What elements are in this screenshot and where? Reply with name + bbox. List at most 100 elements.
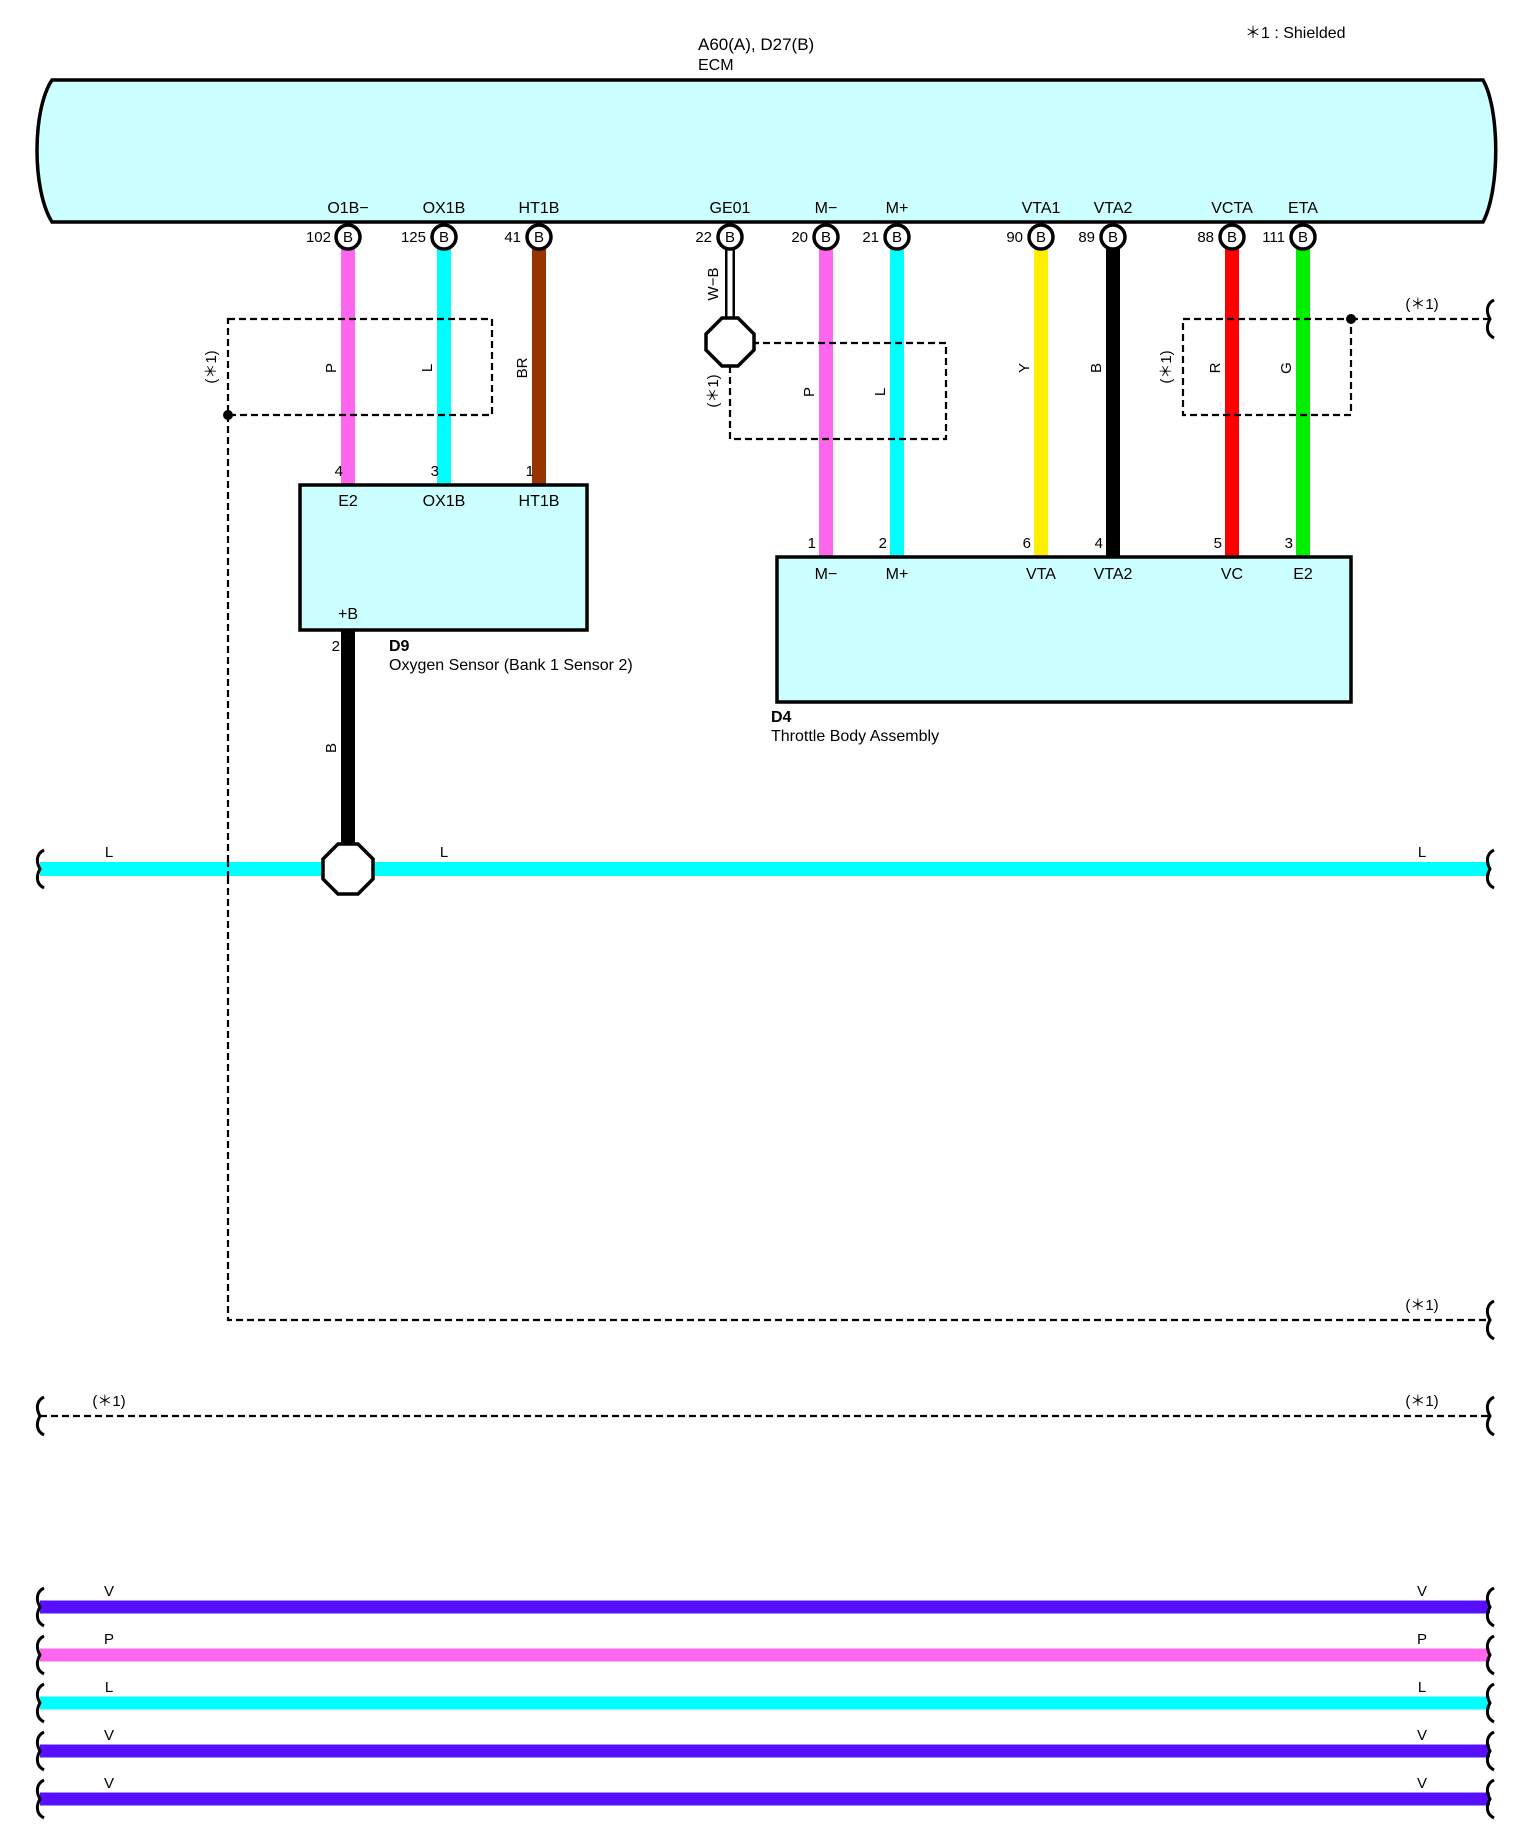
ecm-box bbox=[35, 78, 1498, 224]
connector-letter: B bbox=[725, 229, 735, 246]
ecm-pin-number: 20 bbox=[791, 229, 808, 246]
d4-pin-number: 5 bbox=[1214, 535, 1222, 552]
wire-code-label: Y bbox=[1016, 363, 1033, 373]
shield-label: (＊1) bbox=[705, 374, 722, 407]
ecm-terminal-name: VCTA bbox=[1211, 200, 1253, 217]
continuation-brace bbox=[1485, 1586, 1495, 1628]
ecm-pin-number: 125 bbox=[401, 229, 426, 246]
ecm-pin-number: 89 bbox=[1078, 229, 1095, 246]
shielded-legend: ＊1 : Shielded bbox=[1245, 25, 1346, 42]
d4-pin-number: 2 bbox=[879, 535, 887, 552]
d4-terminal-name: VTA bbox=[1026, 566, 1056, 583]
d4-terminal-name: VC bbox=[1221, 566, 1243, 583]
shield-label: (＊1) bbox=[1405, 296, 1438, 313]
shield-box-motor bbox=[728, 341, 948, 441]
bottom-wire-label: V bbox=[1417, 1775, 1427, 1792]
ecm-pin-number: 41 bbox=[504, 229, 521, 246]
wires bbox=[341, 246, 1310, 848]
ecm-terminal-name: ETA bbox=[1288, 200, 1318, 217]
ecm-connector-circles: B B B B B B B B B B bbox=[334, 223, 1317, 251]
wire-code-label: B bbox=[323, 743, 340, 753]
d9-power-name: +B bbox=[338, 606, 358, 623]
ecm-connector-circle: B bbox=[812, 223, 840, 251]
continuation-brace bbox=[35, 1682, 45, 1724]
wire-code-label: L bbox=[872, 388, 889, 396]
d9-terminal-name: E2 bbox=[338, 493, 358, 510]
wire-code-label: G bbox=[1278, 362, 1295, 374]
ecm-pin-number: 21 bbox=[862, 229, 879, 246]
continuation-brace bbox=[1485, 1730, 1495, 1772]
wire-code-label: P bbox=[323, 363, 340, 373]
bottom-wire-label: V bbox=[104, 1583, 114, 1600]
shield-label: (＊1) bbox=[203, 350, 220, 383]
shield-label: (＊1) bbox=[1405, 1393, 1438, 1410]
continuation-brace bbox=[35, 1730, 45, 1772]
continuation-brace bbox=[1485, 1682, 1495, 1724]
ecm-terminal-name: VTA1 bbox=[1022, 200, 1061, 217]
connector-letter: B bbox=[1108, 229, 1118, 246]
d4-pin-number: 3 bbox=[1285, 535, 1293, 552]
d4-pins: 1 2 6 4 5 3 M− M+ VTA VTA2 VC E2 bbox=[808, 535, 1313, 583]
ecm-connector-circle: B bbox=[1218, 223, 1246, 251]
ecm-terminal-name: O1B− bbox=[327, 200, 368, 217]
ecm-connector-circle: B bbox=[1099, 223, 1127, 251]
shields bbox=[40, 314, 1490, 1418]
connector-letter: B bbox=[821, 229, 831, 246]
connector-letter: B bbox=[1298, 229, 1308, 246]
ecm-pin-number: 22 bbox=[695, 229, 712, 246]
d4-name: Throttle Body Assembly bbox=[771, 728, 939, 745]
ground-splice-octagon bbox=[704, 316, 756, 368]
ecm-connector-circle: B bbox=[334, 223, 362, 251]
ecm-pin-number: 111 bbox=[1262, 229, 1285, 246]
continuation-braces bbox=[35, 298, 1495, 1820]
d4-terminal-name: E2 bbox=[1293, 566, 1313, 583]
ecm-connector-circle: B bbox=[1027, 223, 1055, 251]
shield-labels: (＊1) (＊1) (＊1) (＊1) (＊1) (＊1) (＊1) bbox=[92, 296, 1438, 1410]
d9-power-pin: 2 bbox=[332, 638, 340, 655]
shield-drain-left bbox=[226, 415, 1490, 1322]
d9-pin-number: 3 bbox=[431, 463, 439, 480]
wire-code-label: BR bbox=[514, 357, 531, 378]
bus-splice-octagon bbox=[321, 842, 375, 896]
shield-label: (＊1) bbox=[92, 1393, 125, 1410]
shield-label: (＊1) bbox=[1405, 1297, 1438, 1314]
wire-code-label: B bbox=[1088, 363, 1105, 373]
continuation-brace bbox=[35, 1778, 45, 1820]
ecm-terminal-name: M+ bbox=[886, 200, 909, 217]
bus-wire-label: L bbox=[105, 844, 113, 861]
shield-box-vcta bbox=[1181, 317, 1353, 417]
d9-pin-number: 1 bbox=[526, 463, 534, 480]
d9-id: D9 bbox=[389, 638, 410, 655]
wire-code-label: R bbox=[1207, 362, 1224, 373]
continuation-brace bbox=[35, 1634, 45, 1676]
bottom-wire-label: V bbox=[1417, 1583, 1427, 1600]
d4-terminal-name: M− bbox=[815, 566, 838, 583]
ecm-connector-label: A60(A), D27(B) bbox=[698, 35, 814, 54]
bottom-wire-label: L bbox=[105, 1679, 113, 1696]
ecm-connector-circle: B bbox=[883, 223, 911, 251]
d4-pin-number: 6 bbox=[1023, 535, 1031, 552]
d4-pin-number: 4 bbox=[1095, 535, 1103, 552]
wire-code-label: L bbox=[419, 364, 436, 372]
continuation-brace bbox=[1485, 298, 1495, 340]
wire-code-labels: P L BR W−B P L Y B R G B bbox=[323, 268, 1295, 753]
bottom-wire-bundle: V V P P L L V V V V bbox=[40, 1583, 1490, 1806]
bottom-wire-label: P bbox=[1417, 1631, 1427, 1648]
d9-terminal-name: OX1B bbox=[423, 493, 466, 510]
connector-letter: B bbox=[1227, 229, 1237, 246]
d4-box bbox=[775, 555, 1353, 704]
ecm-connector-circle: B bbox=[525, 223, 553, 251]
bottom-wire-label: V bbox=[104, 1727, 114, 1744]
ecm-pin-number: 102 bbox=[306, 229, 331, 246]
connector-letter: B bbox=[534, 229, 544, 246]
shield-splice-dot bbox=[223, 410, 233, 420]
d4-id: D4 bbox=[771, 709, 792, 726]
shield-splice-dot bbox=[1346, 314, 1356, 324]
d4-terminal-name: M+ bbox=[886, 566, 909, 583]
bus-wire-label: L bbox=[440, 844, 448, 861]
shield-label: (＊1) bbox=[1158, 350, 1175, 383]
continuation-brace bbox=[35, 848, 45, 890]
ecm-connector-circle: B bbox=[430, 223, 458, 251]
ecm-name: ECM bbox=[698, 57, 734, 74]
